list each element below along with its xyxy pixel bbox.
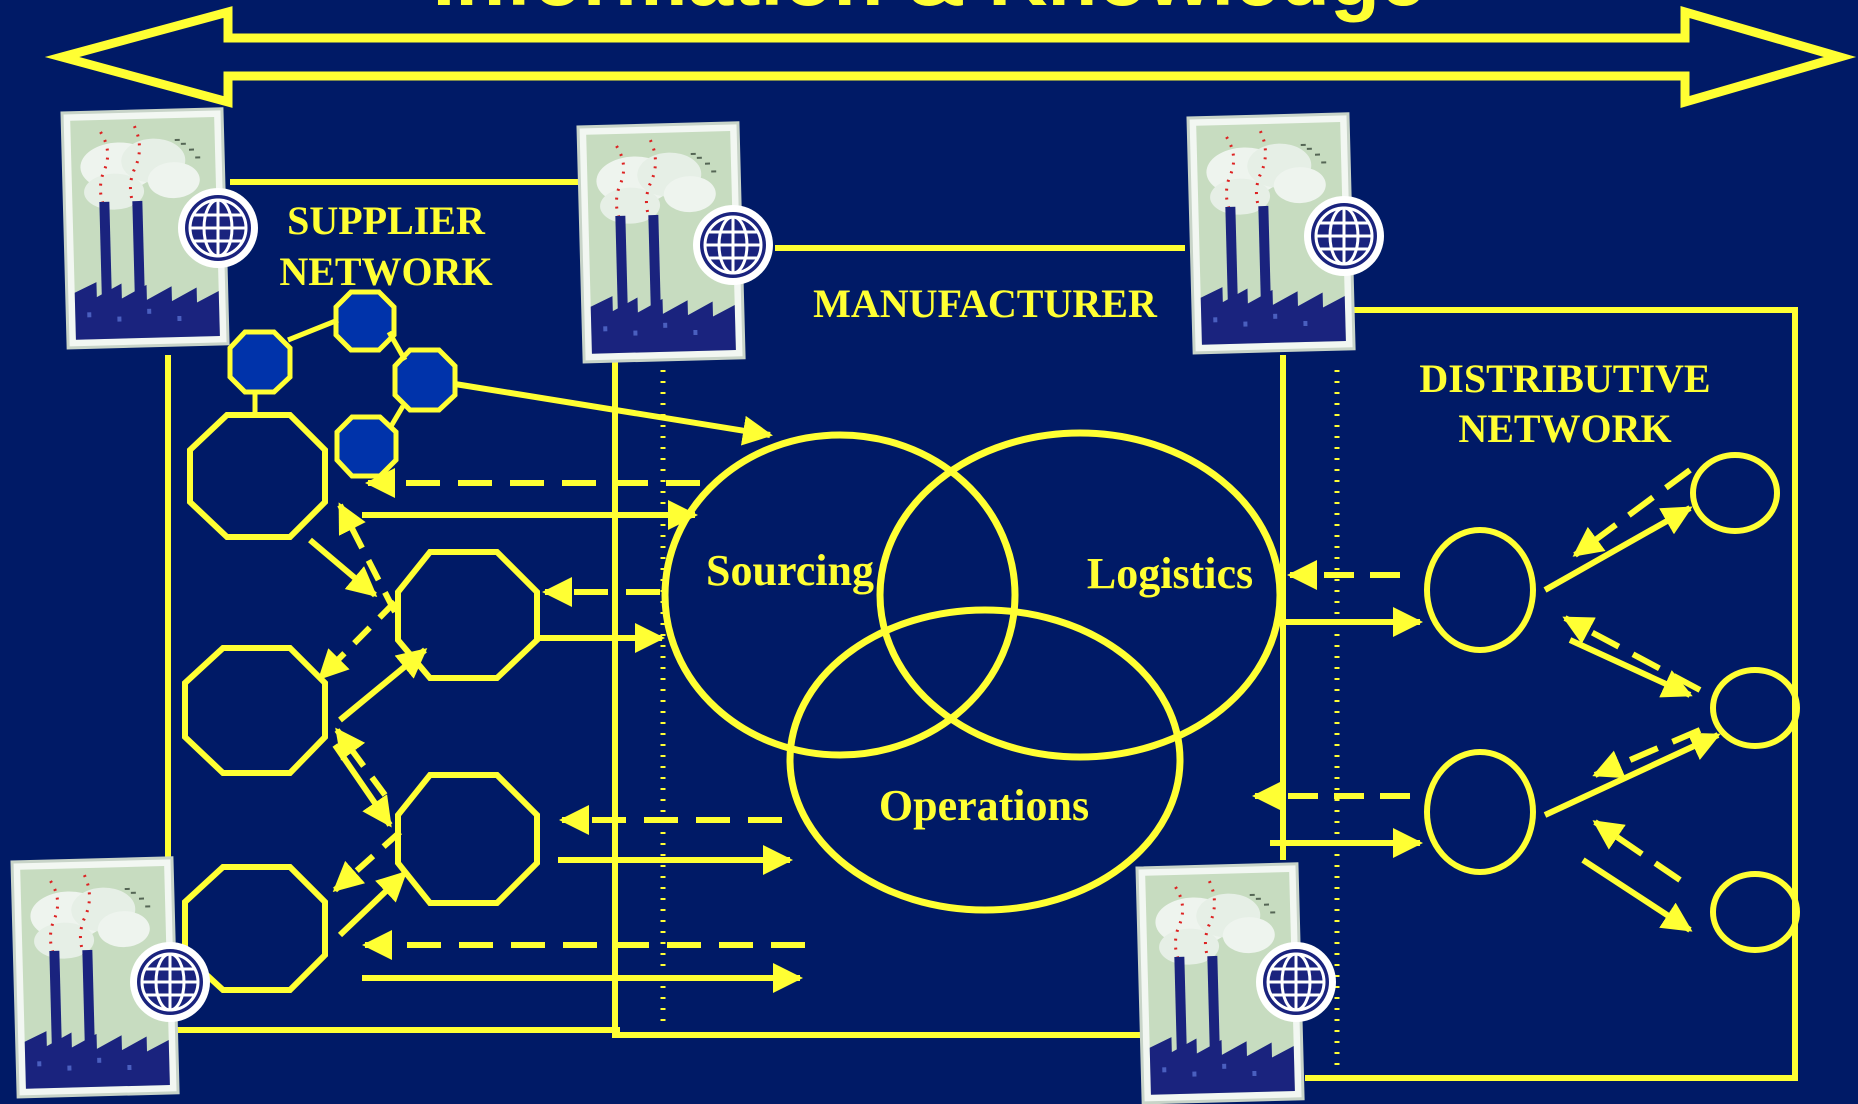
- distributive-dashed-arrows: [1252, 467, 1702, 883]
- operations-circle: [786, 606, 1184, 914]
- supplier-network-label: SUPPLIER: [287, 198, 486, 243]
- manufacturer-label: MANUFACTURER: [813, 281, 1158, 326]
- manufacturer-to-supplier-arrows: [362, 468, 805, 960]
- small-node: [392, 347, 458, 413]
- distribution-center: [1424, 527, 1536, 653]
- manufacturer-left-edge: [612, 355, 1150, 1038]
- supplier-small-nodes: [227, 289, 458, 479]
- factory-icon: [10, 856, 212, 1099]
- venn-diagram: [661, 429, 1284, 914]
- supplier-large-nodes: [182, 412, 540, 993]
- distributive-nodes: [1424, 452, 1800, 953]
- small-node: [333, 289, 397, 353]
- venn-label-logistics: Logistics: [1087, 549, 1253, 598]
- supplier-to-manufacturer-arrows: [362, 381, 803, 993]
- small-node: [334, 414, 399, 479]
- supplier-node: [182, 864, 328, 993]
- sourcing-circle: [661, 431, 1019, 759]
- globe-icon: [128, 940, 212, 1024]
- logistics-circle: [876, 429, 1284, 761]
- distributive-network-label: DISTRIBUTIVE: [1419, 356, 1710, 401]
- supplier-node: [182, 645, 328, 776]
- factory-icon: [576, 121, 775, 364]
- factory-icon: [60, 107, 260, 350]
- factory-icon: [1135, 862, 1338, 1104]
- venn-label-sourcing: Sourcing: [706, 546, 874, 595]
- customer-node: [1710, 871, 1800, 953]
- dotted-dividers: [660, 370, 1340, 1070]
- supplier-node: [395, 772, 540, 906]
- supplier-node: [395, 549, 540, 681]
- factory-icon: [1186, 112, 1386, 355]
- venn-label-operations: Operations: [879, 781, 1089, 830]
- supplier-dashed-arrows: [317, 502, 402, 893]
- small-node-links: [252, 317, 408, 430]
- distributive-solid-arrows: [1270, 505, 1721, 933]
- globe-icon: [176, 186, 260, 270]
- small-node: [227, 329, 293, 395]
- globe-icon: [1254, 940, 1338, 1024]
- customer-node: [1710, 667, 1800, 749]
- globe-icon: [1302, 194, 1386, 278]
- supplier-network-label-line2: NETWORK: [279, 249, 492, 294]
- distributive-network-label-line2: NETWORK: [1458, 406, 1671, 451]
- supplier-node: [187, 412, 328, 540]
- customer-node: [1690, 452, 1780, 534]
- banner-title: Information & Knowledge: [432, 0, 1425, 23]
- globe-icon: [691, 203, 775, 287]
- knowledge-double-arrow: [44, 6, 1857, 108]
- distribution-center: [1424, 749, 1536, 875]
